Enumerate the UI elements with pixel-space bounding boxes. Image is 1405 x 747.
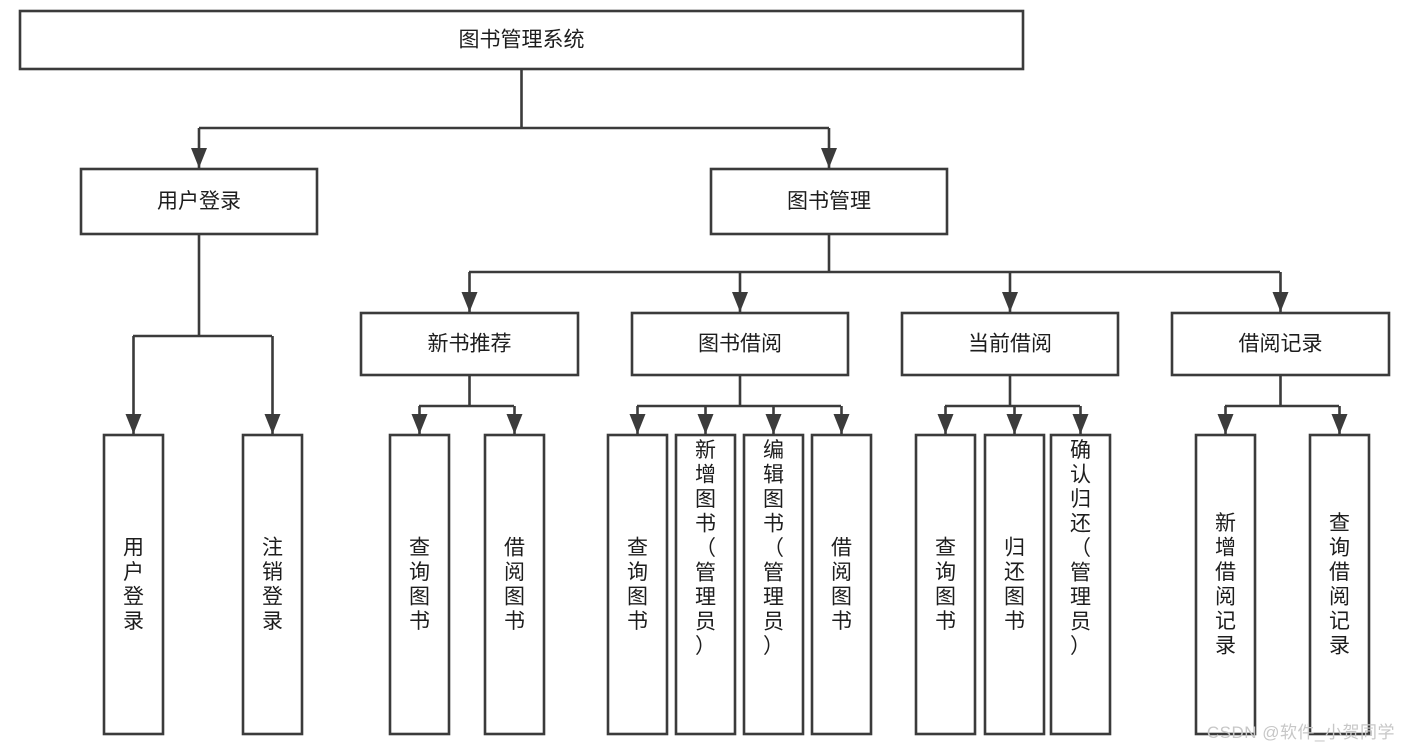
node-label-leaf-user-login: 用户登录 [123, 537, 144, 634]
node-leaf-query-book-bor[interactable]: 查询图书 [606, 433, 669, 736]
node-leaf-borrow-book[interactable]: 借阅图书 [810, 433, 873, 736]
node-box-user-login[interactable] [79, 167, 319, 236]
arrow-head-icon-leaf-return-book [1006, 414, 1023, 434]
arrow-head-icon-current-borrow [1002, 292, 1018, 312]
node-user-login[interactable]: 用户登录 [79, 167, 319, 236]
node-leaf-logout[interactable]: 注销登录 [241, 433, 304, 736]
node-leaf-user-login[interactable]: 用户登录 [102, 433, 165, 736]
connector-layer [125, 69, 1348, 434]
node-label-leaf-borrow-book: 借阅图书 [831, 537, 852, 634]
node-label-new-book-recommend: 新书推荐 [428, 333, 512, 356]
node-label-leaf-query-record: 查询借阅记录 [1329, 512, 1350, 658]
arrow-head-icon-leaf-query-book-bor [629, 414, 646, 434]
arrow-head-icon-leaf-logout [264, 414, 281, 434]
arrow-head-icon-leaf-user-login [125, 414, 142, 434]
node-leaf-return-book[interactable]: 归还图书 [983, 433, 1046, 736]
node-label-root: 图书管理系统 [459, 29, 585, 52]
node-box-leaf-user-login[interactable] [102, 433, 165, 736]
node-box-current-borrow[interactable] [900, 311, 1120, 377]
node-box-leaf-add-book[interactable] [674, 433, 737, 736]
node-label-user-login: 用户登录 [157, 190, 241, 213]
node-label-leaf-edit-book: 编辑图书（管理员） [763, 439, 784, 658]
node-box-leaf-logout[interactable] [241, 433, 304, 736]
node-box-leaf-add-record[interactable] [1194, 433, 1257, 736]
node-box-new-book-recommend[interactable] [359, 311, 580, 377]
watermark-label: CSDN @软件_小贺同学 [1206, 723, 1395, 742]
node-leaf-add-record[interactable]: 新增借阅记录 [1194, 433, 1257, 736]
arrow-head-icon-leaf-borrow-book [833, 414, 850, 434]
node-book-manage[interactable]: 图书管理 [709, 167, 949, 236]
node-box-leaf-return-book[interactable] [983, 433, 1046, 736]
node-leaf-query-book-cur[interactable]: 查询图书 [914, 433, 977, 736]
node-leaf-borrow-book-rec[interactable]: 借阅图书 [483, 433, 546, 736]
arrow-head-icon-leaf-edit-book [765, 414, 782, 434]
node-leaf-add-book[interactable]: 新增图书（管理员） [674, 433, 737, 736]
node-box-leaf-query-book-bor[interactable] [606, 433, 669, 736]
node-current-borrow[interactable]: 当前借阅 [900, 311, 1120, 377]
node-label-borrow-record: 借阅记录 [1239, 333, 1323, 356]
node-label-leaf-borrow-book-rec: 借阅图书 [504, 537, 525, 634]
node-box-borrow-record[interactable] [1170, 311, 1391, 377]
node-label-book-manage: 图书管理 [787, 190, 871, 213]
node-box-leaf-confirm-return[interactable] [1049, 433, 1112, 736]
node-leaf-edit-book[interactable]: 编辑图书（管理员） [742, 433, 805, 736]
node-box-leaf-query-record[interactable] [1308, 433, 1371, 736]
node-box-root[interactable] [18, 9, 1025, 71]
node-label-leaf-query-book-rec: 查询图书 [409, 537, 430, 634]
node-label-book-borrow: 图书借阅 [698, 333, 782, 356]
node-label-leaf-return-book: 归还图书 [1004, 537, 1025, 634]
node-box-leaf-query-book-cur[interactable] [914, 433, 977, 736]
arrow-head-icon-leaf-add-record [1217, 414, 1234, 434]
node-leaf-query-book-rec[interactable]: 查询图书 [388, 433, 451, 736]
node-book-borrow[interactable]: 图书借阅 [630, 311, 850, 377]
arrow-head-icon-book-borrow [732, 292, 748, 312]
arrow-head-icon-leaf-borrow-book-rec [506, 414, 523, 434]
node-label-leaf-logout: 注销登录 [262, 537, 283, 634]
node-label-leaf-confirm-return: 确认归还（管理员） [1070, 439, 1091, 658]
node-layer: 图书管理系统用户登录图书管理新书推荐图书借阅当前借阅借阅记录用户登录注销登录查询… [18, 9, 1391, 736]
arrow-head-icon-borrow-record [1272, 292, 1289, 312]
arrow-head-icon-leaf-confirm-return [1072, 414, 1089, 434]
arrow-head-icon-leaf-query-book-cur [937, 414, 954, 434]
node-box-leaf-borrow-book-rec[interactable] [483, 433, 546, 736]
arrow-head-icon-new-book-recommend [461, 292, 478, 312]
node-box-leaf-query-book-rec[interactable] [388, 433, 451, 736]
arrow-head-icon-leaf-query-book-rec [411, 414, 428, 434]
node-leaf-query-record[interactable]: 查询借阅记录 [1308, 433, 1371, 736]
arrow-head-icon-user-login [191, 148, 207, 168]
node-label-current-borrow: 当前借阅 [968, 333, 1052, 356]
node-box-leaf-edit-book[interactable] [742, 433, 805, 736]
node-label-leaf-add-record: 新增借阅记录 [1215, 512, 1236, 658]
arrow-head-icon-leaf-add-book [697, 414, 714, 434]
node-label-leaf-add-book: 新增图书（管理员） [695, 439, 716, 658]
node-label-leaf-query-book-bor: 查询图书 [627, 537, 648, 634]
node-root[interactable]: 图书管理系统 [18, 9, 1025, 71]
node-box-book-manage[interactable] [709, 167, 949, 236]
arrow-head-icon-book-manage [821, 148, 837, 168]
arrow-head-icon-leaf-query-record [1331, 414, 1348, 434]
node-leaf-confirm-return[interactable]: 确认归还（管理员） [1049, 433, 1112, 736]
node-box-leaf-borrow-book[interactable] [810, 433, 873, 736]
node-borrow-record[interactable]: 借阅记录 [1170, 311, 1391, 377]
node-box-book-borrow[interactable] [630, 311, 850, 377]
node-new-book-recommend[interactable]: 新书推荐 [359, 311, 580, 377]
node-label-leaf-query-book-cur: 查询图书 [935, 537, 956, 634]
